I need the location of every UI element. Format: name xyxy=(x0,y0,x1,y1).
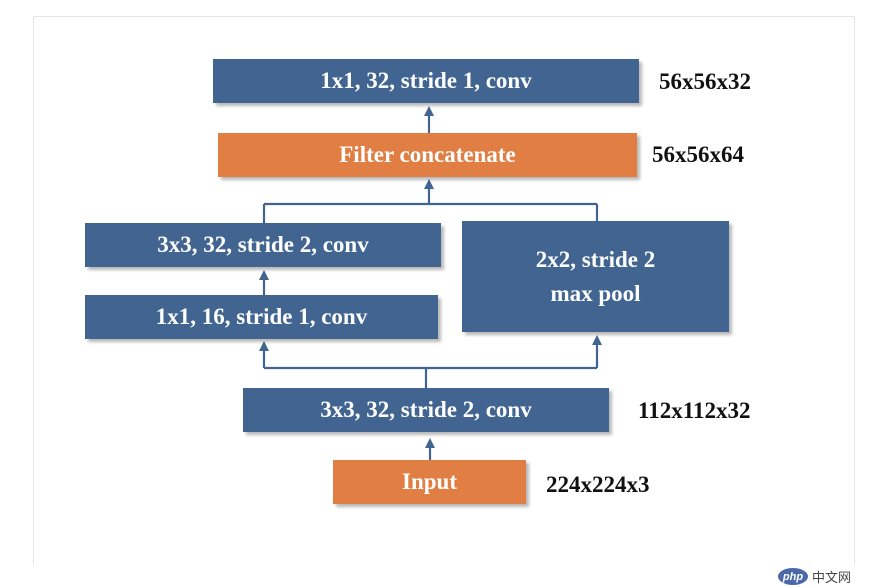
top-conv-label: 1x1, 32, stride 1, conv xyxy=(320,68,532,93)
branch-conv-3x3-label: 3x3, 32, stride 2, conv xyxy=(157,232,369,257)
filter-concatenate-label: Filter concatenate xyxy=(339,142,516,167)
max-pool-box: 2x2, stride 2 max pool xyxy=(462,221,729,332)
branch-conv-1x1-label: 1x1, 16, stride 1, conv xyxy=(155,304,368,329)
input-box: Input xyxy=(333,460,526,504)
max-pool-label-line2: max pool xyxy=(550,280,641,306)
watermark: php 中文网 xyxy=(778,567,888,586)
branch-conv-1x1-box: 1x1, 16, stride 1, conv xyxy=(85,295,438,339)
dim-stem-conv: 112x112x32 xyxy=(638,398,751,423)
stem-conv-label: 3x3, 32, stride 2, conv xyxy=(320,397,532,422)
dim-top-conv: 56x56x32 xyxy=(659,69,751,94)
stem-conv-box: 3x3, 32, stride 2, conv xyxy=(243,388,609,432)
max-pool-label-line1: 2x2, stride 2 xyxy=(535,246,656,272)
php-logo: php xyxy=(778,568,808,585)
dim-filter-concat: 56x56x64 xyxy=(652,142,744,167)
filter-concatenate-box: Filter concatenate xyxy=(218,133,637,177)
watermark-text: 中文网 xyxy=(812,571,852,586)
dim-input: 224x224x3 xyxy=(546,472,650,497)
input-label: Input xyxy=(402,469,457,494)
branch-conv-3x3-box: 3x3, 32, stride 2, conv xyxy=(85,223,441,267)
top-conv-box: 1x1, 32, stride 1, conv xyxy=(213,59,639,103)
